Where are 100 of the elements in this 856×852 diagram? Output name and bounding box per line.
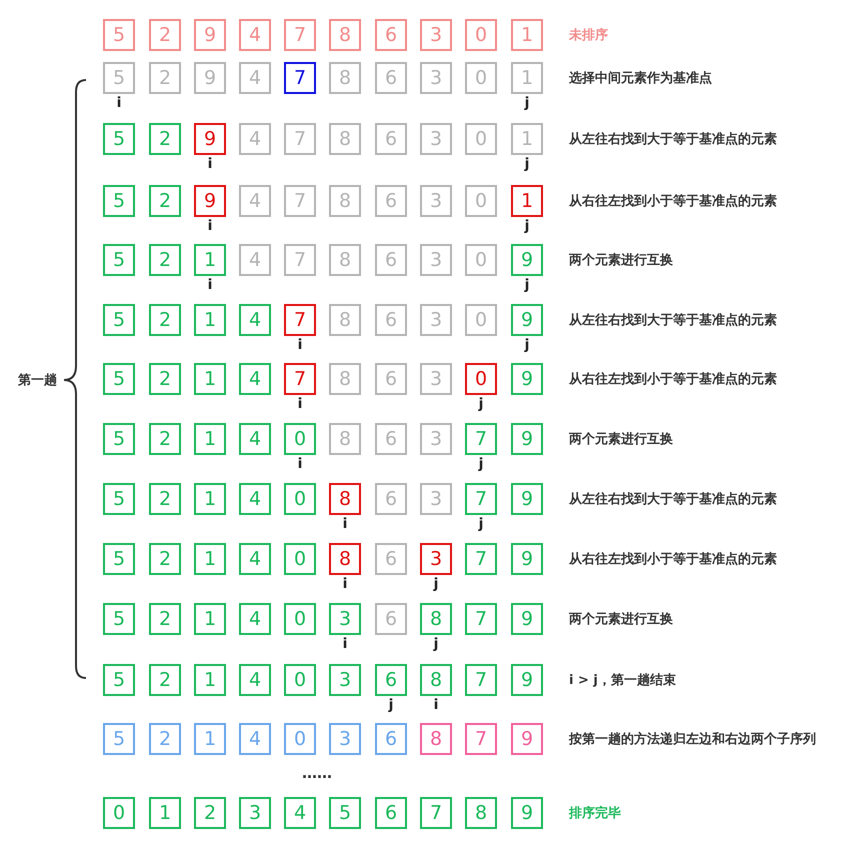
number-cell: 0 — [465, 304, 497, 336]
step-description: 按第一趟的方法递归左边和右边两个子序列 — [569, 730, 816, 748]
pointer-marker: j — [387, 697, 394, 713]
number-cell: 5 — [103, 543, 135, 575]
number-cell: 7 — [284, 304, 316, 336]
pointer-marker: i — [296, 337, 304, 353]
step-description: 两个元素进行互换 — [569, 610, 673, 628]
number-cell: 2 — [149, 423, 181, 455]
number-cell: 3 — [329, 664, 361, 696]
step-description: 选择中间元素作为基准点 — [569, 70, 712, 87]
number-cell: 7 — [465, 483, 497, 515]
number-cell: 6 — [375, 123, 407, 155]
number-cell: 6 — [375, 423, 407, 455]
number-cell: 3 — [420, 19, 452, 51]
number-cell: 2 — [149, 185, 181, 217]
number-cell: 7 — [465, 423, 497, 455]
pointer-marker: i — [342, 636, 348, 652]
number-cell: 6 — [375, 62, 407, 94]
number-cell: 6 — [375, 797, 407, 829]
number-cell: 7 — [465, 603, 497, 635]
number-cell: 4 — [239, 304, 271, 336]
number-cell: 5 — [103, 664, 135, 696]
step-description: 从左往右找到大于等于基准点的元素 — [569, 312, 777, 329]
number-cell: 7 — [284, 363, 316, 395]
pointer-marker: j — [432, 636, 440, 652]
number-cell: 7 — [284, 19, 316, 51]
number-cell: 9 — [511, 423, 543, 455]
number-cell: 0 — [284, 483, 316, 515]
number-cell: 8 — [329, 304, 361, 336]
number-cell: 0 — [284, 723, 316, 755]
number-cell: 1 — [149, 797, 181, 829]
pointer-marker: j — [477, 516, 484, 532]
number-cell: 6 — [375, 723, 407, 755]
number-cell: 4 — [239, 19, 271, 51]
number-cell: 3 — [420, 185, 452, 217]
number-cell: 0 — [465, 123, 497, 155]
number-cell: 8 — [420, 664, 452, 696]
pointer-marker: j — [432, 576, 440, 592]
number-cell: 7 — [284, 185, 316, 217]
number-cell: 5 — [103, 423, 135, 455]
number-cell: 9 — [511, 664, 543, 696]
number-cell: 7 — [465, 543, 497, 575]
pointer-marker: j — [523, 156, 530, 172]
number-cell: 2 — [149, 603, 181, 635]
number-cell: 4 — [239, 123, 271, 155]
number-cell: 8 — [329, 483, 361, 515]
number-cell: 3 — [420, 62, 452, 94]
number-cell: 6 — [375, 543, 407, 575]
number-cell: 8 — [420, 603, 452, 635]
number-cell: 1 — [194, 244, 226, 276]
number-cell: 0 — [465, 185, 497, 217]
number-cell: 5 — [103, 483, 135, 515]
number-cell: 9 — [511, 304, 543, 336]
number-cell: 7 — [284, 244, 316, 276]
number-cell: 3 — [329, 603, 361, 635]
number-cell: 8 — [329, 244, 361, 276]
number-cell: 7 — [284, 62, 316, 94]
step-description: 两个元素进行互换 — [569, 430, 673, 448]
number-cell: 5 — [103, 244, 135, 276]
ellipsis: …… — [302, 764, 332, 782]
number-cell: 4 — [284, 797, 316, 829]
number-cell: 2 — [149, 244, 181, 276]
pass-label: 第一趟 — [18, 372, 57, 389]
number-cell: 2 — [149, 123, 181, 155]
number-cell: 5 — [329, 797, 361, 829]
pointer-marker: j — [523, 337, 530, 353]
number-cell: 0 — [284, 603, 316, 635]
number-cell: 2 — [149, 304, 181, 336]
number-cell: 2 — [194, 797, 226, 829]
number-cell: 7 — [465, 723, 497, 755]
number-cell: 9 — [511, 603, 543, 635]
number-cell: 6 — [375, 664, 407, 696]
number-cell: 9 — [511, 723, 543, 755]
number-cell: 6 — [375, 363, 407, 395]
number-cell: 1 — [511, 185, 543, 217]
number-cell: 3 — [420, 423, 452, 455]
number-cell: 0 — [103, 797, 135, 829]
number-cell: 5 — [103, 603, 135, 635]
step-description: 排序完毕 — [569, 804, 621, 822]
number-cell: 7 — [420, 797, 452, 829]
pointer-marker: i — [206, 218, 214, 234]
number-cell: 4 — [239, 664, 271, 696]
number-cell: 2 — [149, 62, 181, 94]
pointer-marker: i — [296, 396, 304, 412]
pointer-marker: i — [206, 156, 214, 172]
pointer-marker: j — [477, 396, 484, 412]
number-cell: 1 — [194, 603, 226, 635]
number-cell: 7 — [465, 664, 497, 696]
number-cell: 2 — [149, 363, 181, 395]
number-cell: 5 — [103, 723, 135, 755]
step-description: 从右往左找到小于等于基准点的元素 — [569, 192, 777, 210]
number-cell: 1 — [511, 123, 543, 155]
number-cell: 8 — [465, 797, 497, 829]
number-cell: 2 — [149, 543, 181, 575]
number-cell: 4 — [239, 543, 271, 575]
number-cell: 3 — [420, 363, 452, 395]
number-cell: 1 — [194, 363, 226, 395]
number-cell: 6 — [375, 19, 407, 51]
step-description: 未排序 — [569, 26, 608, 44]
number-cell: 3 — [420, 304, 452, 336]
